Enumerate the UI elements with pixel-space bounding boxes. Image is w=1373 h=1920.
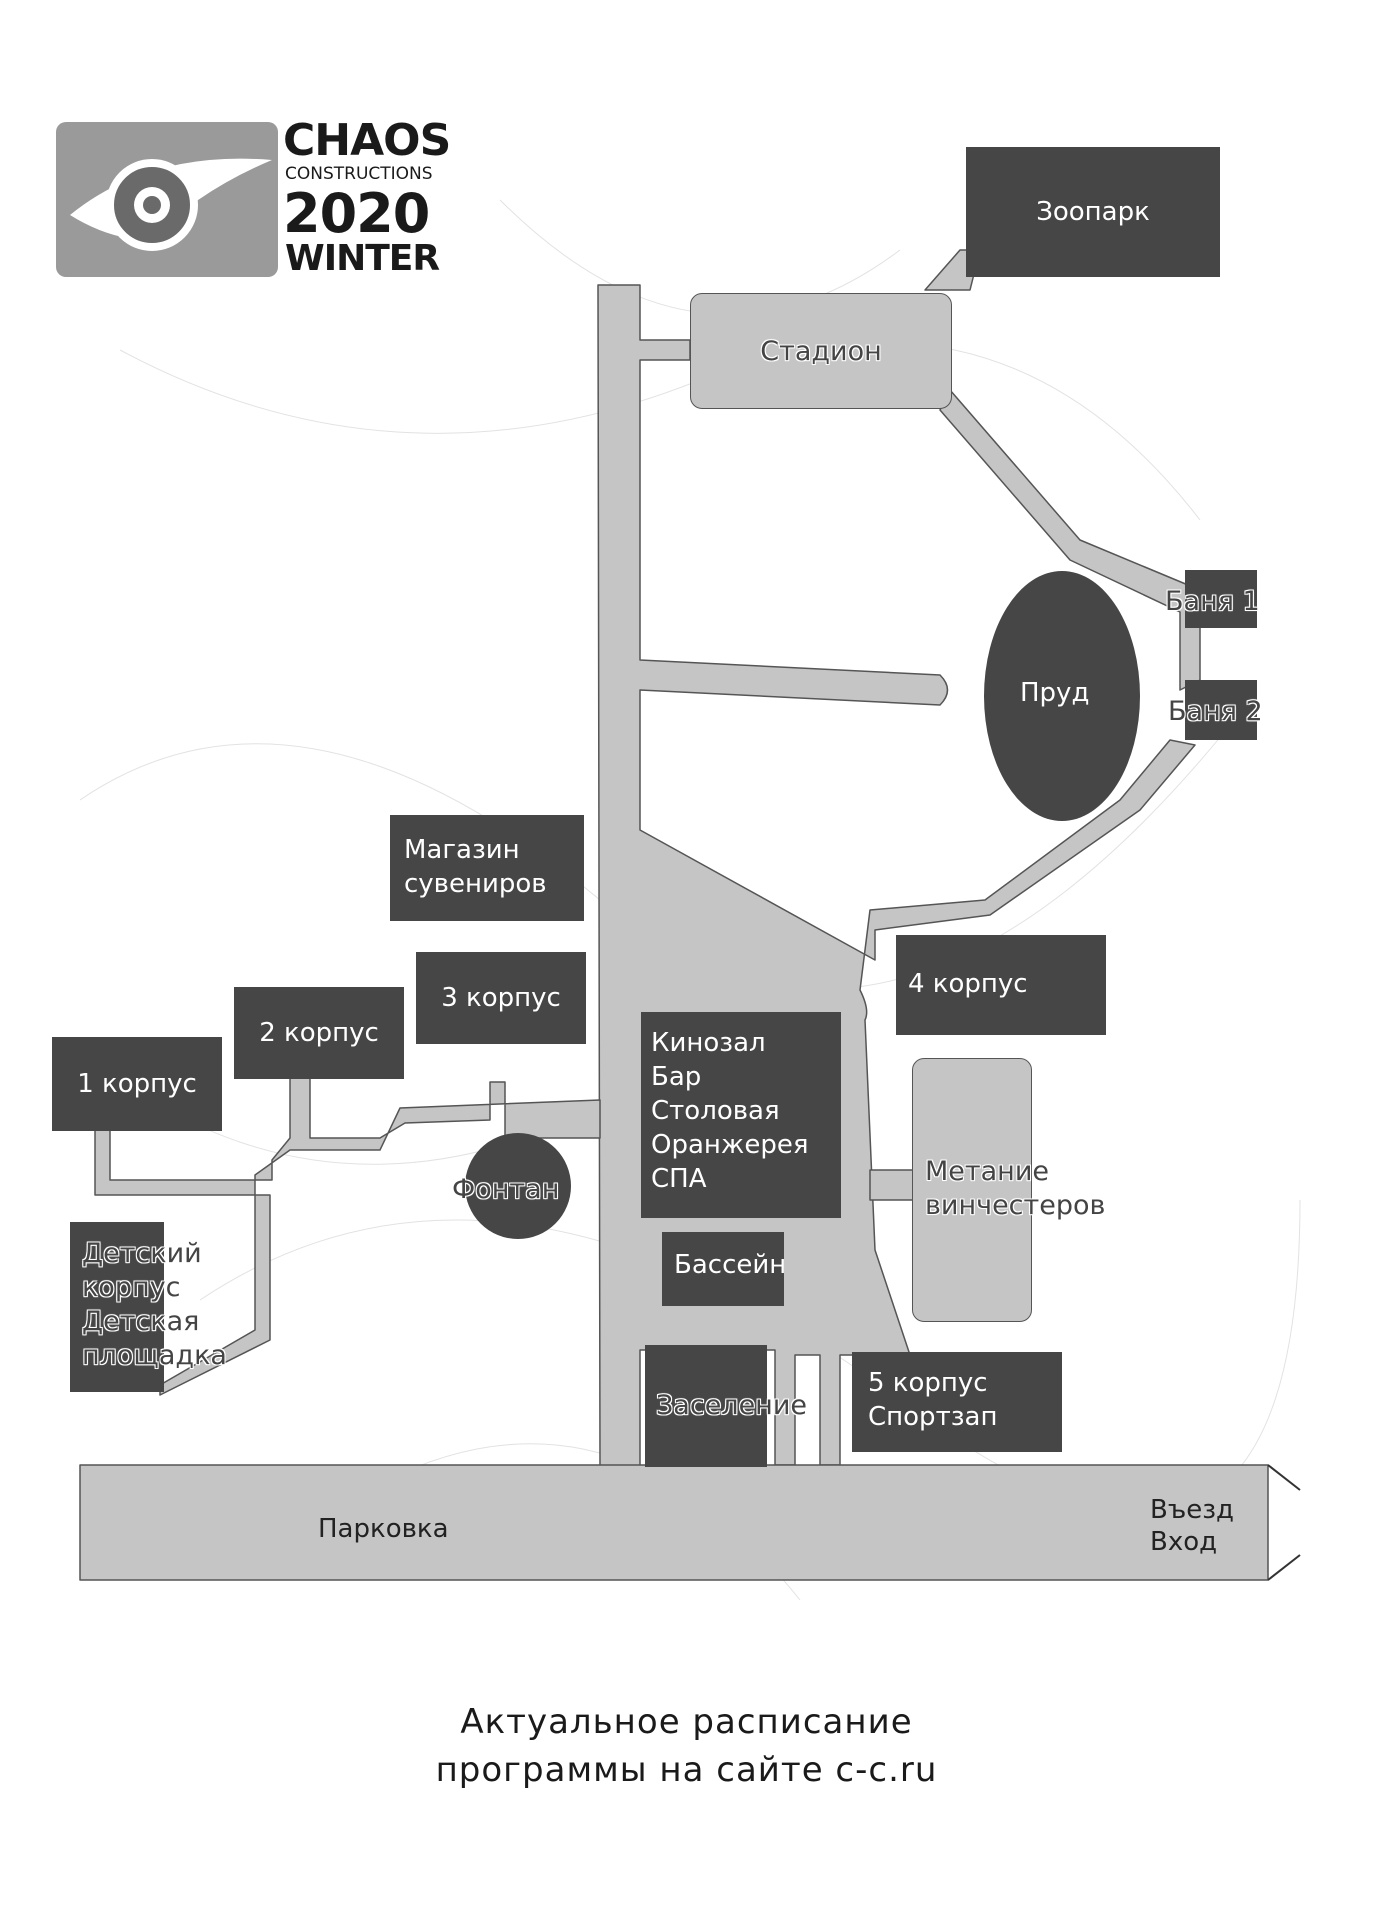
main-hall-line1: Кинозал xyxy=(651,1028,766,1058)
bath1-block[interactable] xyxy=(1185,570,1257,628)
pool-label: Бассейн xyxy=(674,1250,787,1280)
building1-label: 1 корпус xyxy=(77,1069,197,1099)
building1-block[interactable]: 1 корпус xyxy=(52,1037,222,1131)
logo-winter: WINTER xyxy=(285,238,440,279)
kids-label-line2: корпус xyxy=(82,1272,181,1303)
stadium-label: Стадион xyxy=(760,335,882,367)
logo-emblem xyxy=(56,122,278,277)
zoo-block[interactable]: Зоопарк xyxy=(966,147,1220,277)
building3-block[interactable]: 3 корпус xyxy=(416,952,586,1044)
checkin-label: Заселение xyxy=(656,1390,807,1421)
main-hall-line4: Оранжерея xyxy=(651,1130,809,1160)
kids-label-line1: Детский xyxy=(82,1238,202,1269)
zoo-label: Зоопарк xyxy=(1036,197,1150,227)
fountain-label: Фонтан xyxy=(452,1174,560,1205)
souvenir-label-line2: сувениров xyxy=(404,869,547,899)
building5-line2: Спортзап xyxy=(868,1402,998,1432)
pond-shape xyxy=(984,571,1140,821)
main-hall-line3: Столовая xyxy=(651,1096,780,1126)
kids-label-line4: площадка xyxy=(82,1340,227,1371)
main-hall-line2: Бар xyxy=(651,1062,702,1092)
throwing-label-line2: винчестеров xyxy=(925,1190,1106,1221)
throwing-block[interactable] xyxy=(912,1058,1032,1322)
kids-block[interactable] xyxy=(70,1222,164,1392)
footer-line2: программы на сайте c-c.ru xyxy=(435,1750,938,1790)
bath2-label: Баня 2 xyxy=(1168,696,1263,727)
logo-constructions: CONSTRUCTIONS xyxy=(285,164,433,184)
stadium-block[interactable]: Стадион xyxy=(690,293,952,409)
logo-chaos: CHAOS xyxy=(283,115,451,166)
kids-label-line3: Детская xyxy=(82,1306,200,1337)
main-hall-line5: СПА xyxy=(651,1164,707,1194)
footer-line1: Актуальное расписание xyxy=(460,1702,913,1742)
building3-label: 3 корпус xyxy=(441,983,561,1013)
road-left-buildings xyxy=(94,1069,601,1396)
bath2-block[interactable] xyxy=(1185,680,1257,740)
souvenir-label-line1: Магазин xyxy=(404,835,520,865)
road-throwing xyxy=(869,1169,916,1201)
pool-block[interactable] xyxy=(662,1232,784,1306)
building4-block[interactable]: 4 корпус xyxy=(896,935,1106,1035)
main-hall-block[interactable]: Кинозал Бар Столовая Оранжерея СПА xyxy=(641,1012,841,1218)
souvenir-shop-block[interactable]: Магазин сувениров xyxy=(390,815,584,921)
building4-label: 4 корпус xyxy=(908,969,1028,999)
parking-area xyxy=(79,1464,1269,1581)
fountain-shape xyxy=(465,1133,571,1239)
building2-block[interactable]: 2 корпус xyxy=(234,987,404,1079)
checkin-block[interactable] xyxy=(645,1345,767,1467)
throwing-label-line1: Метание xyxy=(925,1156,1049,1187)
parking-label: Парковка xyxy=(318,1514,449,1544)
building5-line1: 5 корпус xyxy=(868,1368,988,1398)
building2-label: 2 корпус xyxy=(259,1018,379,1048)
pond-label: Пруд xyxy=(1020,678,1090,708)
bath1-label: Баня 1 xyxy=(1165,586,1260,617)
entry-label-line2: Вход xyxy=(1150,1527,1218,1557)
entry-label-line1: Въезд xyxy=(1150,1495,1235,1525)
building5-block[interactable]: 5 корпус Спортзап xyxy=(852,1352,1062,1452)
logo-year: 2020 xyxy=(283,182,430,245)
entry-arrows xyxy=(1267,1464,1301,1581)
